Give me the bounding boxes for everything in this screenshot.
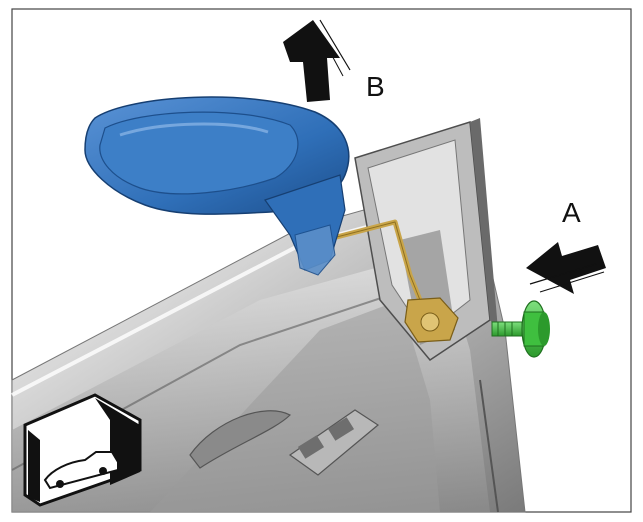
- mirror-mount-triangle: [354, 118, 498, 361]
- arrow-left-icon: [526, 242, 606, 294]
- callout-a: A: [562, 197, 581, 228]
- arrow-up-icon: [283, 19, 351, 102]
- door-handle: [189, 410, 292, 469]
- exterior-mirror: [84, 96, 350, 276]
- window-switch: [288, 409, 380, 476]
- car-in-door-symbol-icon: [23, 393, 142, 507]
- callout-b: B: [366, 71, 385, 102]
- mounting-screw: [491, 300, 550, 358]
- cable-connector: [404, 297, 459, 343]
